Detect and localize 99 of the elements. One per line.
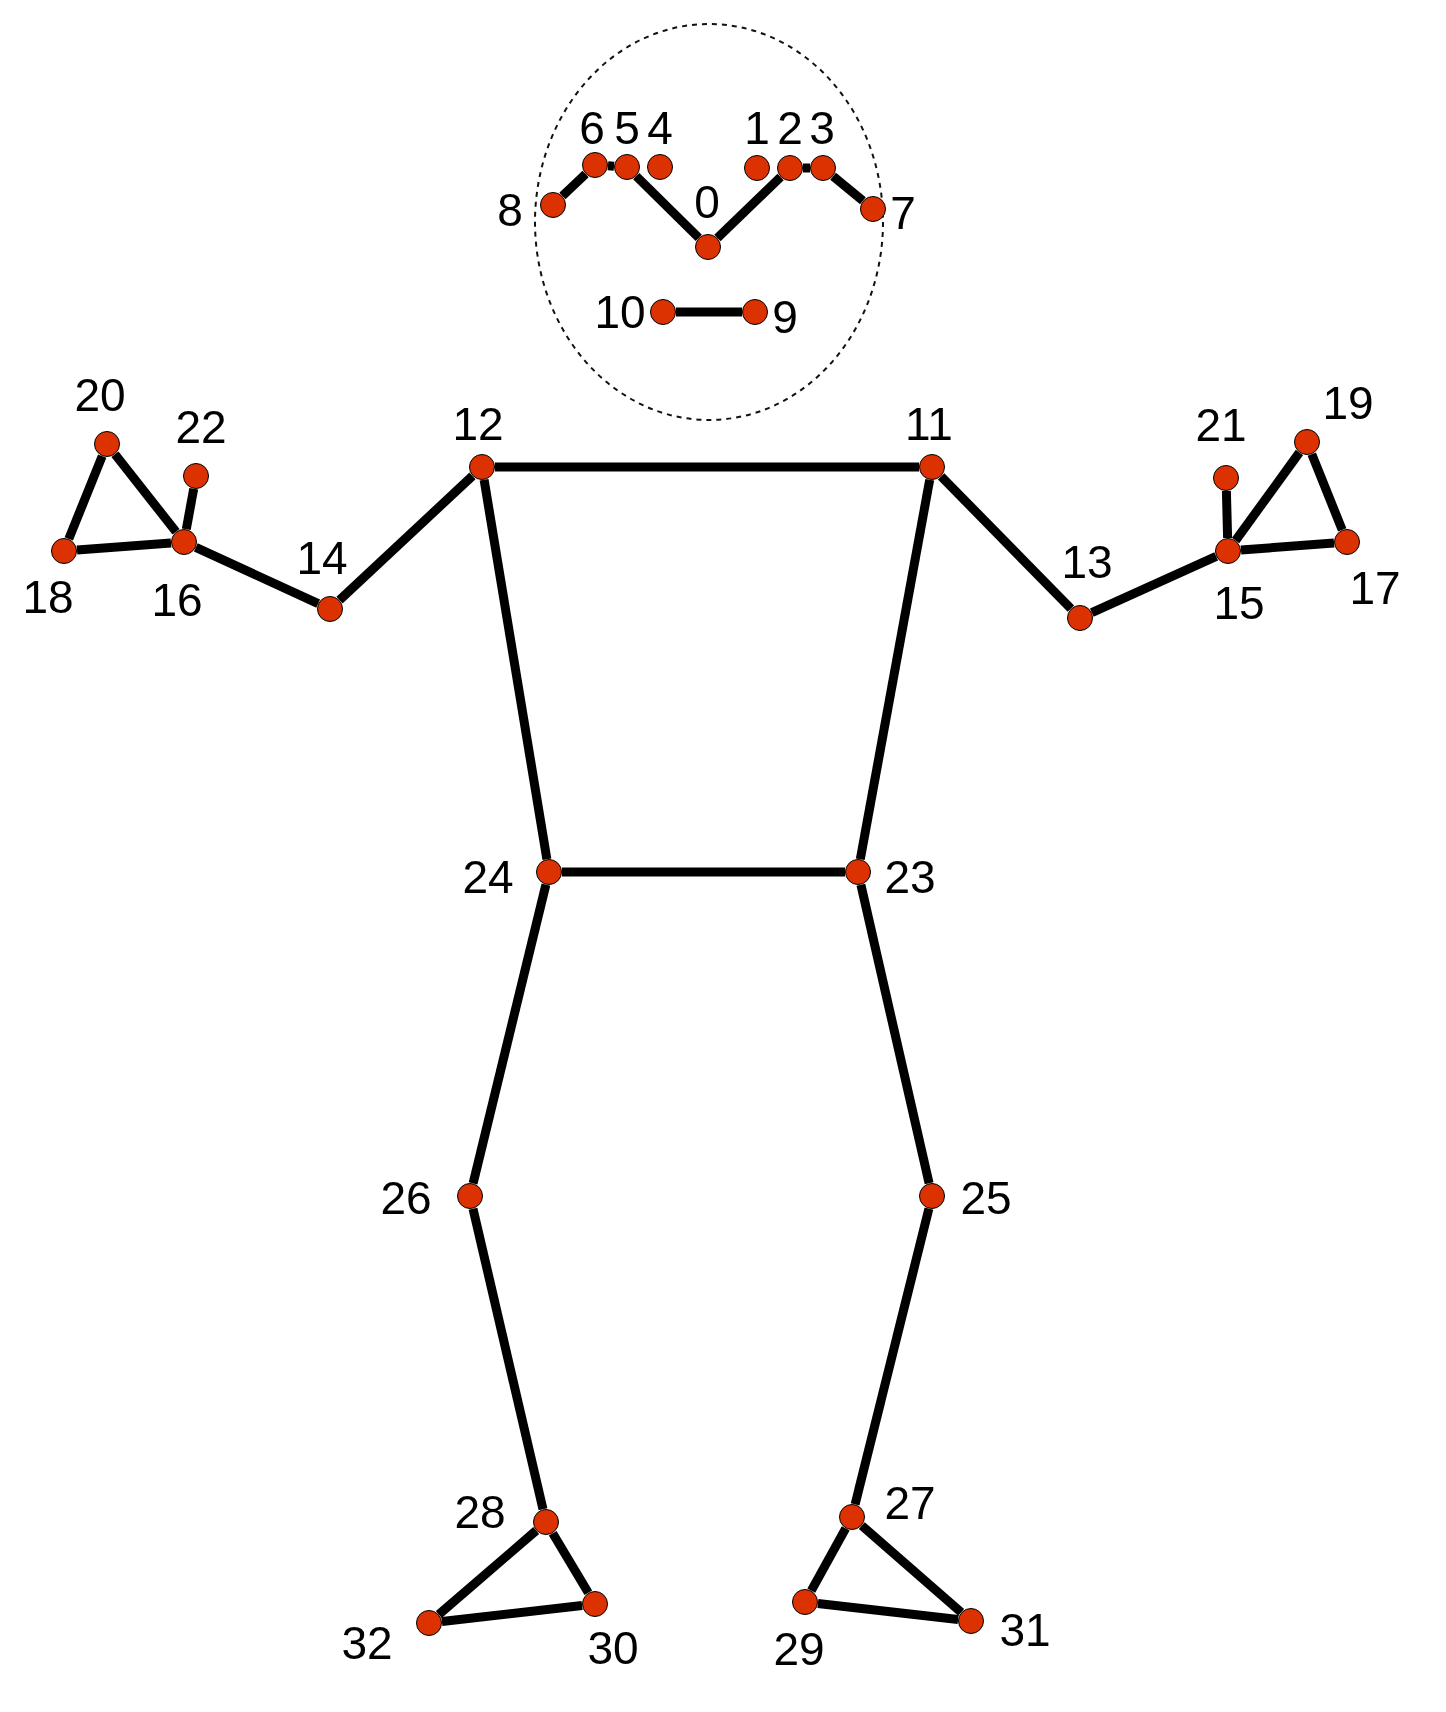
joint-dot (1213, 465, 1239, 491)
joint-number: 27 (884, 1480, 936, 1526)
joint-dot (744, 155, 770, 181)
joint-number: 25 (960, 1175, 1012, 1221)
joint-dot (1334, 529, 1360, 555)
joint-dot (94, 431, 120, 457)
joint-number: 31 (999, 1607, 1051, 1653)
joint-number: 14 (296, 535, 348, 581)
joint-number: 8 (497, 187, 523, 233)
skeleton-line (858, 1522, 965, 1616)
skeleton-line (807, 1526, 850, 1593)
joint-dot (792, 1589, 818, 1615)
joint-number: 13 (1061, 539, 1113, 585)
joint-dot (647, 154, 673, 180)
skeleton-line (495, 462, 919, 472)
joint-dot (650, 299, 676, 325)
joint-dot (540, 192, 566, 218)
skeleton-line (76, 538, 172, 555)
skeleton-line (633, 172, 702, 242)
joint-number: 26 (380, 1175, 432, 1221)
joint-dot (777, 155, 803, 181)
joint-dot (536, 859, 562, 885)
joint-number: 28 (454, 1489, 506, 1535)
joint-dot (1215, 538, 1241, 564)
skeleton-line (676, 307, 742, 317)
joint-number: 24 (462, 854, 514, 900)
joint-number: 22 (175, 404, 227, 450)
skeleton-line (855, 479, 935, 860)
joint-dot (582, 1591, 608, 1617)
joint-dot (183, 463, 209, 489)
skeleton-line (111, 451, 180, 535)
joint-number: 12 (452, 401, 504, 447)
skeleton-line (548, 1530, 593, 1596)
joint-dot (469, 454, 495, 480)
joint-dot (416, 1610, 442, 1636)
joint-number: 10 (594, 289, 646, 335)
joint-number: 29 (773, 1626, 825, 1672)
joint-dot (810, 155, 836, 181)
joint-number: 15 (1213, 580, 1265, 626)
joint-dot (919, 454, 945, 480)
skeleton-line (435, 1527, 540, 1618)
joint-number: 18 (22, 574, 74, 620)
joint-number: 16 (151, 577, 203, 623)
joint-dot (919, 1183, 945, 1209)
skeleton-line (714, 173, 784, 242)
skeleton-line (1231, 449, 1304, 544)
skeleton-line (468, 883, 551, 1185)
joint-dot (1067, 605, 1093, 631)
joint-number: 17 (1349, 565, 1401, 611)
skeleton-line (1089, 552, 1219, 617)
joint-dot (614, 154, 640, 180)
skeleton-line (850, 1207, 934, 1506)
joint-number: 0 (694, 179, 720, 225)
joint-dot (742, 299, 768, 325)
joint-number: 19 (1322, 380, 1374, 426)
skeleton-line (468, 1207, 548, 1511)
joint-number: 2 (777, 105, 803, 151)
joint-number: 30 (587, 1625, 639, 1671)
skeleton-line (336, 472, 476, 604)
joint-number: 23 (884, 854, 936, 900)
skeleton-line (193, 543, 321, 608)
joint-dot (51, 538, 77, 564)
joint-number: 11 (905, 401, 953, 447)
joint-number: 32 (341, 1620, 393, 1666)
skeleton-line (817, 1599, 959, 1624)
skeleton-line (562, 867, 845, 877)
joint-dot (958, 1608, 984, 1634)
skeleton-line (64, 454, 107, 541)
skeleton-line (937, 473, 1075, 612)
joint-number: 4 (647, 105, 673, 151)
skeleton-line (1307, 452, 1347, 532)
skeleton-line (607, 161, 615, 171)
joint-dot (457, 1183, 483, 1209)
skeleton-line (803, 163, 810, 173)
skeleton-line (856, 883, 934, 1185)
joint-dot (695, 234, 721, 260)
joint-number: 20 (74, 372, 126, 418)
skeleton-line (559, 170, 589, 200)
joint-number: 3 (809, 105, 835, 151)
joint-number: 5 (614, 105, 640, 151)
joint-dot (171, 529, 197, 555)
joint-dot (533, 1509, 559, 1535)
skeleton-line (181, 488, 199, 530)
joint-dot (1294, 429, 1320, 455)
skeleton-line (1240, 538, 1335, 555)
joint-number: 9 (772, 294, 798, 340)
joint-number: 1 (744, 105, 770, 151)
joint-dot (839, 1504, 865, 1530)
skeleton-line (441, 1601, 583, 1626)
skeleton-line (830, 172, 866, 205)
joint-dot (845, 859, 871, 885)
joint-dot (582, 152, 608, 178)
joint-dot (317, 596, 343, 622)
joint-dot (860, 196, 886, 222)
skeleton-line (1221, 490, 1233, 539)
skeleton-line (479, 479, 552, 860)
joint-number: 21 (1195, 402, 1247, 448)
joint-number: 6 (579, 105, 605, 151)
joint-number: 7 (890, 190, 916, 236)
